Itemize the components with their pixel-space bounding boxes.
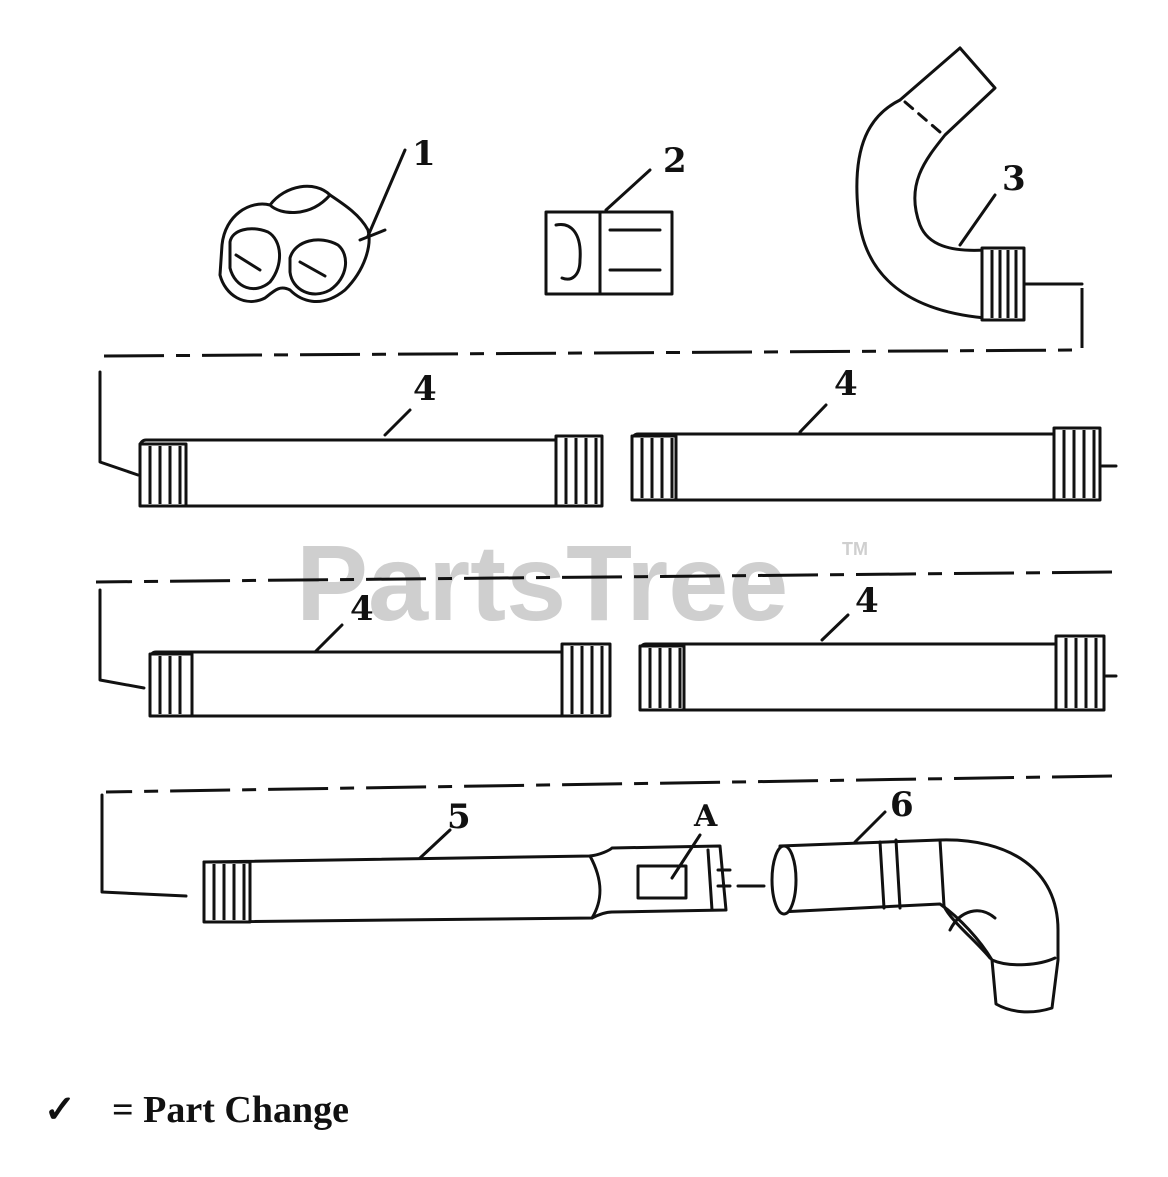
leader-3: [958, 193, 997, 247]
part-elbow-tube[interactable]: [855, 46, 1084, 322]
callout-1: 1: [412, 134, 436, 174]
watermark-tm: TM: [842, 539, 868, 559]
connection-drop-3: [100, 793, 188, 898]
watermark: PartsTree TM: [296, 522, 868, 643]
legend-label: = Part Change: [112, 1089, 349, 1131]
connection-drop-1: [98, 370, 140, 477]
connection-line-2: [95, 570, 1113, 584]
callout-4c: 4: [350, 589, 374, 629]
callout-4a: 4: [413, 369, 437, 409]
callout-a: A: [693, 799, 718, 834]
legend-check-icon: ✓: [44, 1089, 76, 1131]
part-clip[interactable]: [544, 210, 674, 296]
leader-4a: [383, 408, 412, 437]
part-tube-c[interactable]: [148, 642, 612, 718]
leader-2: [604, 168, 652, 212]
part-tube-d[interactable]: [638, 634, 1118, 712]
callout-6: 6: [890, 785, 914, 825]
leader-5: [418, 828, 452, 860]
part-tube-a[interactable]: [138, 434, 604, 508]
watermark-text: PartsTree: [296, 522, 788, 643]
callout-5: 5: [447, 797, 471, 837]
callout-3: 3: [1002, 159, 1026, 199]
part-goggles[interactable]: [218, 184, 387, 304]
leader-1: [366, 148, 407, 238]
part-nozzle[interactable]: [770, 838, 1060, 1014]
connection-line-1: [99, 288, 1084, 358]
leader-6: [853, 810, 887, 844]
leader-4b: [798, 403, 828, 434]
callout-2: 2: [663, 141, 687, 181]
leader-4d: [820, 613, 850, 642]
callout-4b: 4: [834, 364, 858, 404]
connection-line-3: [105, 774, 1113, 794]
leader-a: [670, 833, 702, 880]
connection-drop-2: [98, 588, 146, 690]
callout-4d: 4: [855, 581, 879, 621]
leader-4c: [313, 623, 344, 654]
legend: ✓ = Part Change: [44, 1089, 349, 1131]
part-end-tube[interactable]: [202, 844, 766, 924]
part-tube-b[interactable]: [630, 426, 1118, 502]
